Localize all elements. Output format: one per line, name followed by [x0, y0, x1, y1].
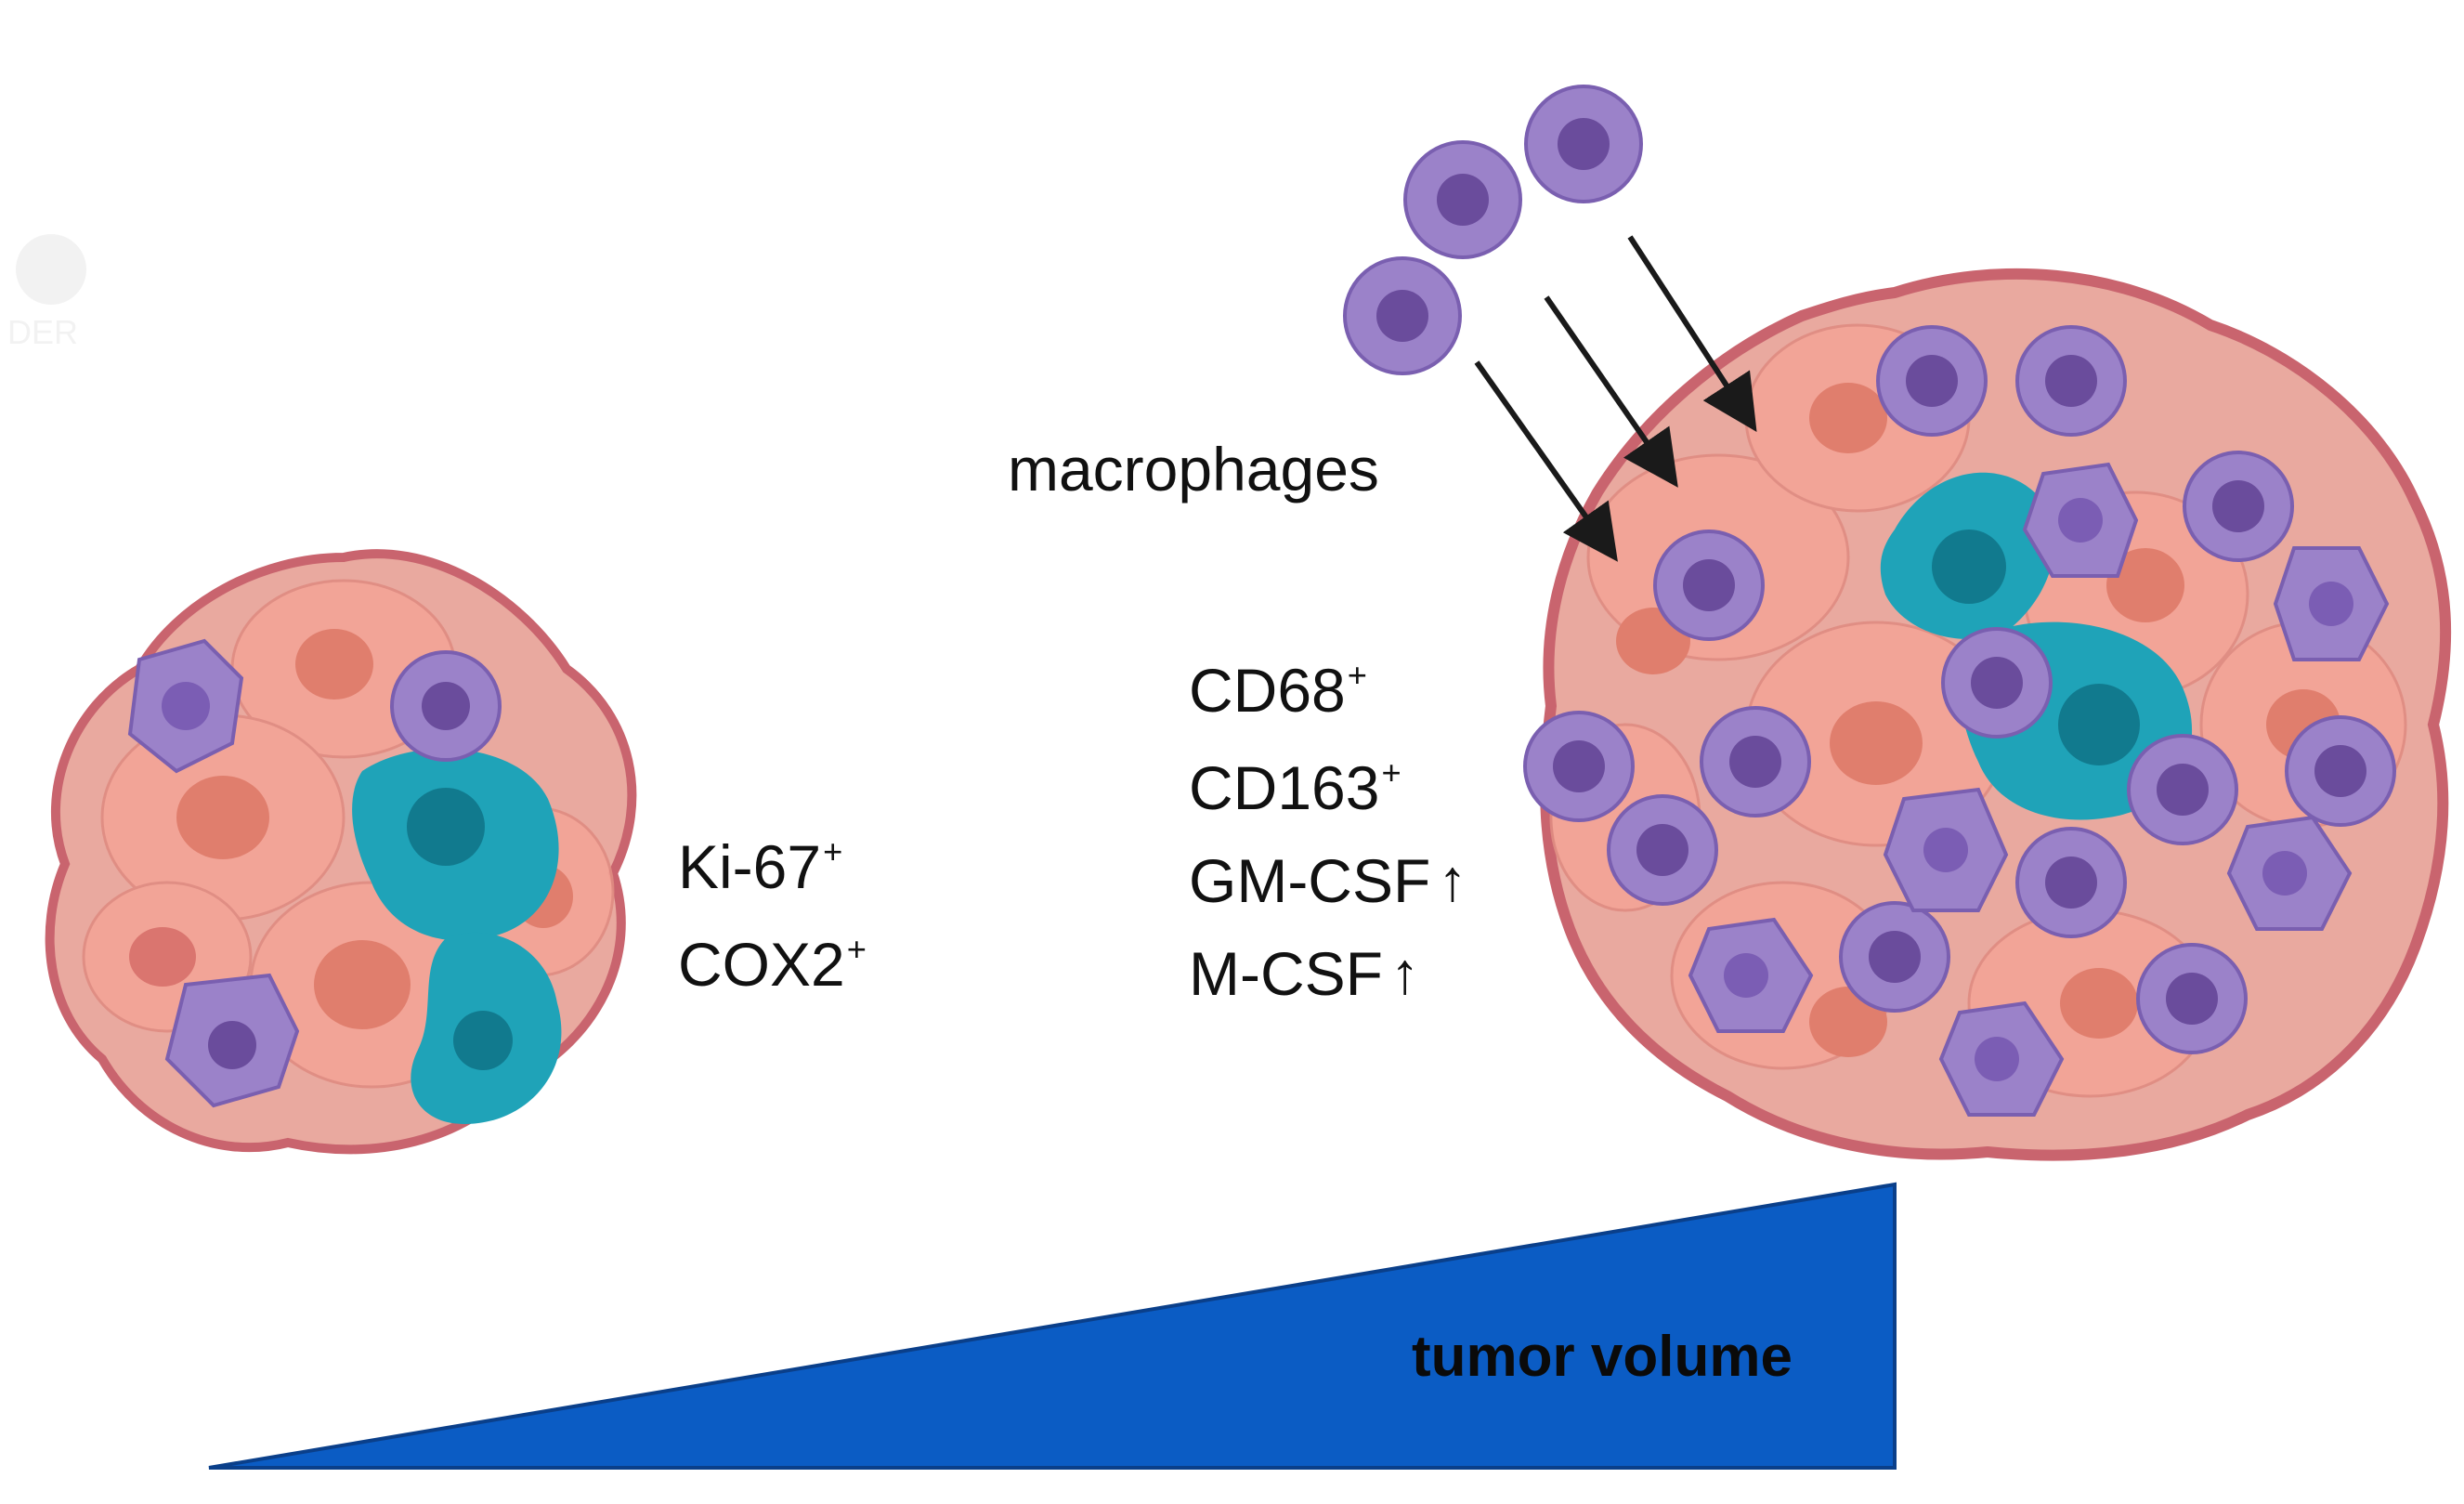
dendritic-cell [2273, 546, 2390, 661]
tumor-volume-text: tumor volume [1412, 1325, 1793, 1389]
cd163-label: CD163+ [1189, 755, 1401, 818]
macrophage-cells [127, 638, 502, 1108]
cox2-text: COX2 [678, 930, 845, 999]
cd68-label: CD68+ [1189, 658, 1367, 721]
cd163-sup: + [1381, 752, 1401, 791]
teal-cells [352, 749, 562, 1124]
watermark-logo: DER [7, 234, 86, 351]
large-tumor [1523, 268, 2452, 1161]
cd163-text: CD163 [1189, 753, 1380, 822]
tumor-volume-wedge [208, 1182, 1897, 1470]
small-tumor [45, 549, 637, 1155]
macrophage-cell [390, 650, 502, 762]
macrophage-cell [2183, 451, 2294, 562]
up-arrow-icon: ↑ [1389, 941, 1420, 1006]
macrophage-cell [1403, 140, 1522, 259]
dendritic-cell [1938, 1000, 2065, 1117]
macrophage-cell [1700, 706, 1811, 817]
macrophage-cell [1523, 711, 1635, 822]
macrophage-cell [2015, 325, 2127, 437]
macrophage-cell [1653, 530, 1765, 641]
macrophage-cell [2127, 734, 2238, 845]
incoming-macrophages [1343, 85, 1643, 375]
up-arrow-icon: ↑ [1438, 848, 1467, 913]
arrow [1544, 295, 1678, 488]
macrophages-text: macrophages [1008, 435, 1379, 504]
cox2-label: COX2+ [678, 932, 867, 995]
ki67-text: Ki-67 [678, 832, 822, 901]
macrophage-cell [1839, 901, 1950, 1013]
macrophage-cells [1523, 325, 2396, 1117]
arrow [1627, 235, 1757, 433]
mcsf-label: M-CSF↑ [1189, 943, 1419, 1005]
cd68-text: CD68 [1189, 656, 1346, 725]
macrophage-cell [1524, 85, 1643, 203]
dendritic-cell [2022, 462, 2139, 578]
macrophage-cell [1607, 794, 1718, 906]
ki67-label: Ki-67+ [678, 834, 842, 897]
macrophage-cell [2285, 715, 2396, 827]
macrophage-cell [1941, 627, 2053, 739]
macrophage-cell [2136, 943, 2248, 1054]
cd68-sup: + [1347, 655, 1367, 694]
dendritic-cell [164, 973, 300, 1108]
macrophage-cell [2015, 827, 2127, 938]
tumor-volume-label: tumor volume [1412, 1328, 1793, 1386]
infiltration-arrows [1474, 235, 1757, 562]
macrophage-cell [1343, 256, 1462, 375]
cox2-sup: + [846, 929, 867, 968]
arrow [1474, 360, 1618, 562]
gmcsf-label: GM-CSF↑ [1189, 850, 1467, 912]
dendritic-cell [2226, 815, 2353, 931]
dendritic-cell [127, 638, 244, 774]
macrophage-cell [1876, 325, 1988, 437]
svg-text:DER: DER [7, 313, 78, 351]
dendritic-cell [1883, 787, 2009, 912]
macrophages-label: macrophages [1008, 438, 1379, 500]
gmcsf-text: GM-CSF [1189, 846, 1431, 915]
dendritic-cell [1688, 917, 1814, 1033]
mcsf-text: M-CSF [1189, 939, 1383, 1008]
ki67-sup: + [823, 831, 843, 870]
